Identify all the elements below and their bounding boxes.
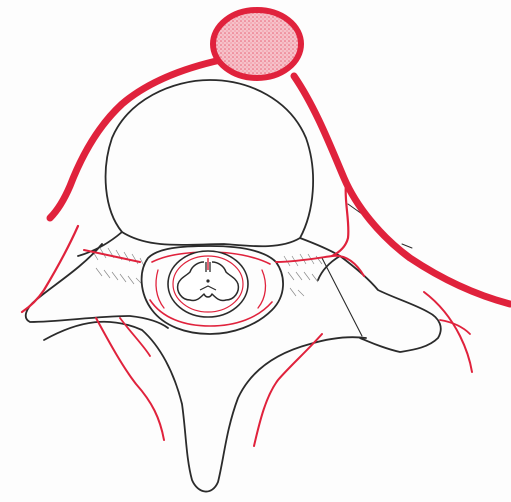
transverse-process-left — [26, 232, 168, 328]
aorta — [213, 10, 301, 78]
spinal-cord — [168, 251, 248, 317]
vertebral-body — [106, 80, 314, 246]
segmental-artery-right — [294, 76, 510, 304]
segmental-artery-left — [50, 58, 230, 218]
